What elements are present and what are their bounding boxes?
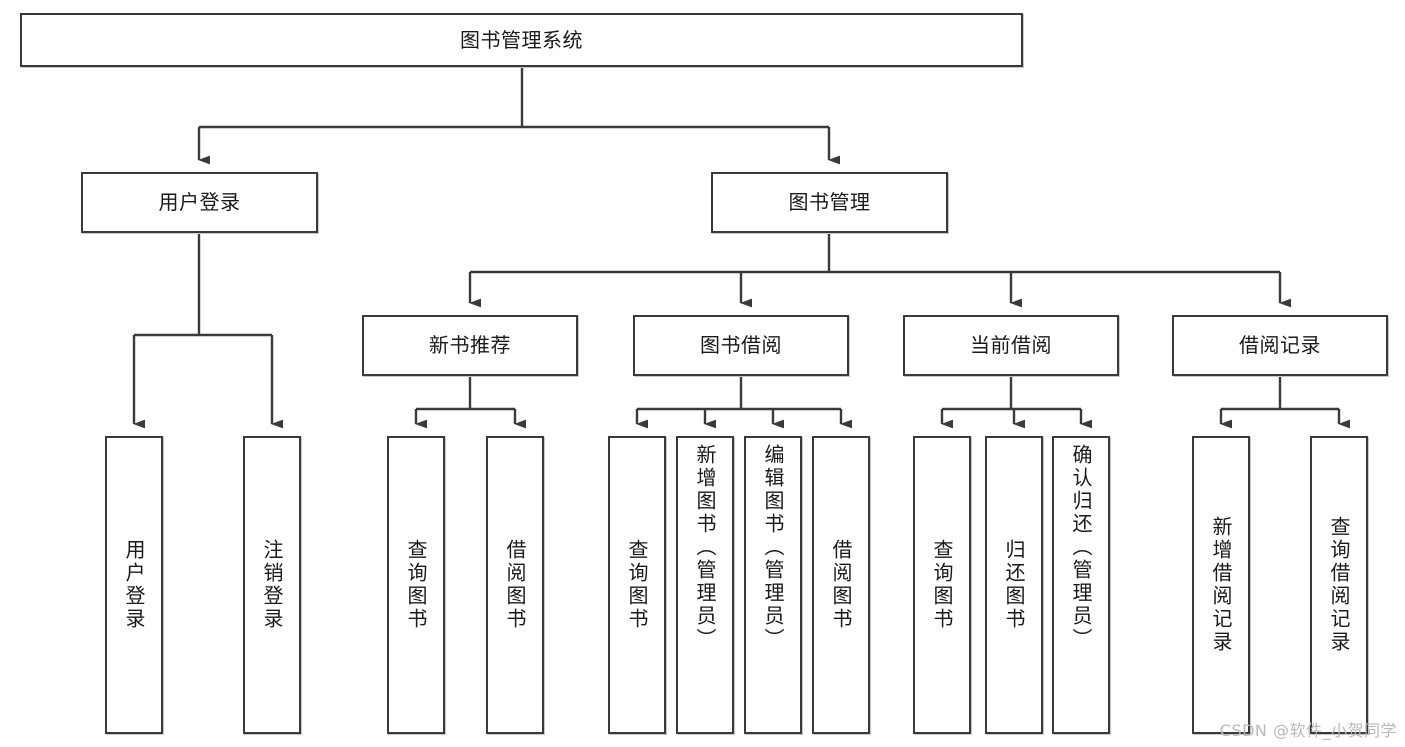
node-leaf-return-book-label: 归还图书 [1002,539,1026,631]
node-leaf-query-book-recommend[interactable]: 查询图书 [387,436,445,734]
node-leaf-add-book-admin-label: 新增图书（管理员） [693,444,717,651]
node-leaf-borrow-book-recommend[interactable]: 借阅图书 [486,436,544,734]
node-leaf-add-borrow-record[interactable]: 新增借阅记录 [1192,436,1250,734]
node-root-label: 图书管理系统 [460,27,583,52]
node-book-manage-label: 图书管理 [788,190,871,214]
node-leaf-return-book[interactable]: 归还图书 [985,436,1043,734]
node-leaf-borrow-book[interactable]: 借阅图书 [812,436,870,734]
node-new-book-recommend[interactable]: 新书推荐 [362,315,578,376]
node-leaf-confirm-return-admin[interactable]: 确认归还（管理员） [1052,436,1110,734]
node-new-book-recommend-label: 新书推荐 [429,333,511,357]
node-root[interactable]: 图书管理系统 [20,13,1023,67]
node-leaf-query-book-current[interactable]: 查询图书 [913,436,971,734]
node-current-borrow-label: 当前借阅 [970,333,1052,357]
node-leaf-logout-login[interactable]: 注销登录 [243,436,301,734]
node-leaf-borrow-book-label: 借阅图书 [829,539,853,631]
node-leaf-user-login[interactable]: 用户登录 [105,436,163,734]
node-leaf-add-borrow-record-label: 新增借阅记录 [1209,516,1233,654]
node-leaf-query-book-borrow[interactable]: 查询图书 [608,436,666,734]
node-leaf-query-book-borrow-label: 查询图书 [625,539,649,631]
node-leaf-edit-book-admin-label: 编辑图书（管理员） [761,444,785,651]
node-leaf-edit-book-admin[interactable]: 编辑图书（管理员） [744,436,802,734]
node-user-login-label: 用户登录 [158,190,241,214]
node-leaf-logout-login-label: 注销登录 [260,539,284,631]
node-leaf-borrow-book-recommend-label: 借阅图书 [503,539,527,631]
node-leaf-user-login-label: 用户登录 [122,539,146,631]
node-borrow-record-label: 借阅记录 [1239,333,1321,357]
node-current-borrow[interactable]: 当前借阅 [903,315,1119,376]
node-leaf-query-borrow-record[interactable]: 查询借阅记录 [1310,436,1368,734]
node-leaf-query-book-recommend-label: 查询图书 [404,539,428,631]
node-leaf-query-borrow-record-label: 查询借阅记录 [1327,516,1351,654]
node-borrow-record[interactable]: 借阅记录 [1172,315,1388,376]
node-leaf-query-book-current-label: 查询图书 [930,539,954,631]
node-leaf-confirm-return-admin-label: 确认归还（管理员） [1069,444,1093,651]
node-book-borrow[interactable]: 图书借阅 [633,315,849,376]
node-book-manage[interactable]: 图书管理 [711,172,948,233]
node-leaf-add-book-admin[interactable]: 新增图书（管理员） [676,436,734,734]
node-book-borrow-label: 图书借阅 [700,333,782,357]
node-user-login[interactable]: 用户登录 [81,172,318,233]
